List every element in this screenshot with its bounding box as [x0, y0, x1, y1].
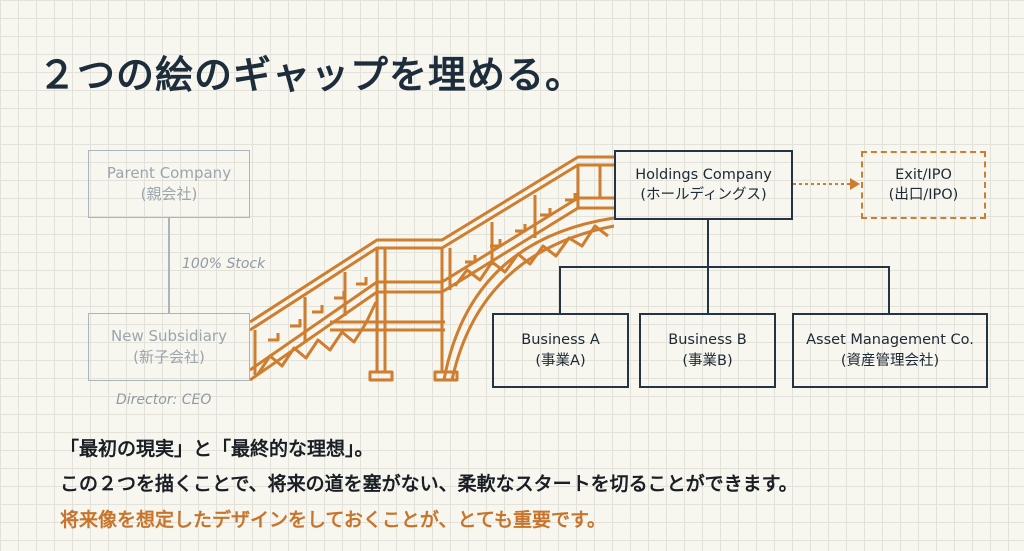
branch-c [888, 266, 890, 313]
branch-line [559, 266, 890, 268]
parent-company-jp: (親会社) [140, 185, 198, 203]
asset-management-name: Asset Management Co. [806, 332, 974, 349]
exit-ipo-box: Exit/IPO (出口/IPO) [861, 151, 986, 219]
holdings-name: Holdings Company [635, 166, 772, 183]
new-subsidiary-box: New Subsidiary (新子会社) [88, 313, 250, 381]
branch-b [707, 266, 709, 313]
parent-company-box: Parent Company (親会社) [88, 150, 250, 218]
business-a-box: Business A (事業A) [492, 313, 629, 388]
body-line-1: 「最初の現実」と「最終的な理想」。 [60, 438, 374, 460]
stock-label: 100% Stock [182, 256, 266, 272]
business-b-jp: (事業B) [682, 352, 733, 369]
director-label: Director: CEO [116, 392, 212, 408]
subsidiary-jp: (新子会社) [133, 348, 205, 366]
business-b-box: Business B (事業B) [639, 313, 776, 388]
parent-company-name: Parent Company [106, 164, 232, 182]
exit-name: Exit/IPO [895, 166, 952, 183]
business-a-name: Business A [521, 332, 600, 349]
subsidiary-name: New Subsidiary [111, 327, 227, 345]
body-line-2: この２つを描くことで、将来の道を塞がない、柔軟なスタートを切ることができます。 [60, 473, 798, 495]
business-a-jp: (事業A) [535, 352, 586, 369]
body-line-3-emphasis: 将来像を想定したデザインをしておくことが、とても重要です。 [60, 509, 607, 531]
holdings-connector [707, 220, 709, 267]
business-b-name: Business B [668, 332, 747, 349]
holdings-company-box: Holdings Company (ホールディングス) [614, 150, 793, 220]
page-title: ２つの絵のギャップを埋める。 [38, 53, 585, 97]
asset-management-box: Asset Management Co. (資産管理会社) [792, 313, 988, 388]
asset-management-jp: (資産管理会社) [840, 352, 940, 369]
exit-jp: (出口/IPO) [888, 187, 959, 203]
branch-a [559, 266, 561, 313]
ownership-line [168, 218, 170, 313]
holdings-jp: (ホールディングス) [640, 187, 767, 203]
